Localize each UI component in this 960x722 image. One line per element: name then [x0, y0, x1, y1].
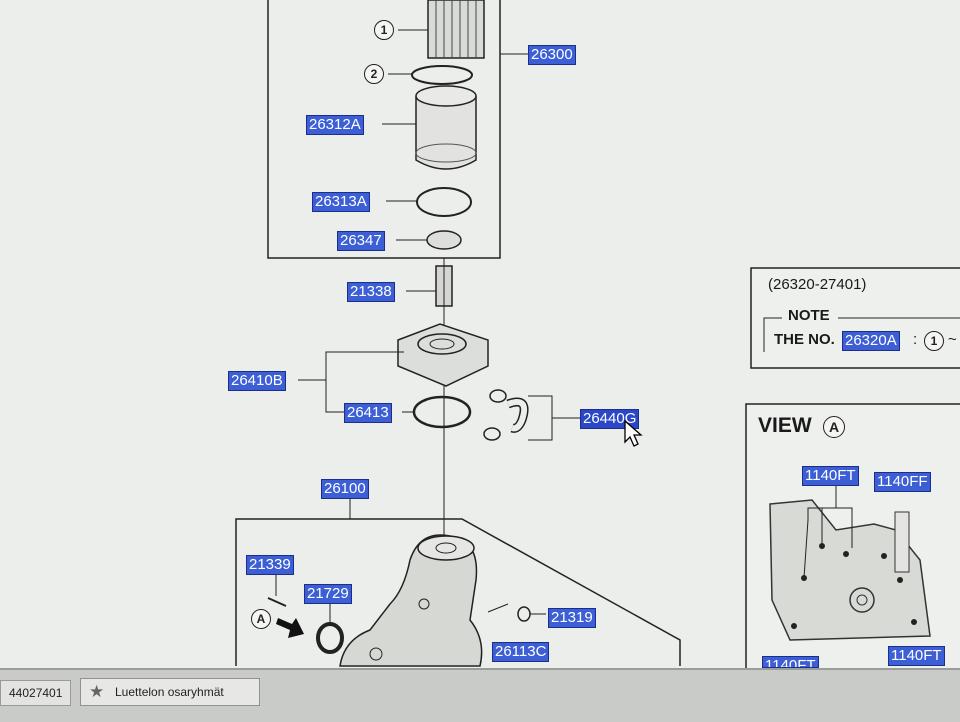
part-26347-link[interactable]: 26347	[337, 231, 385, 251]
status-bar: 44027401 ★ Luettelon osaryhmät	[0, 668, 960, 722]
part-26312A-link[interactable]: 26312A	[306, 115, 364, 135]
star-icon: ★	[89, 682, 105, 701]
note-the-no: THE NO.	[774, 331, 835, 348]
part-26300-link[interactable]: 26300	[528, 45, 576, 65]
part-26410B-link[interactable]: 26410B	[228, 371, 286, 391]
part-26313A-link[interactable]: 26313A	[312, 192, 370, 212]
view-part-1140FT-link[interactable]: 1140FT	[802, 466, 859, 486]
part-26413-link[interactable]: 26413	[344, 403, 392, 423]
view-a-marker: A	[251, 609, 271, 629]
view-part-1140FT-link-3[interactable]: 1140FT	[888, 646, 945, 666]
callout-2: 2	[364, 64, 384, 84]
part-21338-link[interactable]: 21338	[347, 282, 395, 302]
part-26100-link[interactable]: 26100	[321, 479, 369, 499]
diagram-drawing	[235, 0, 960, 668]
view-title: VIEW	[758, 414, 812, 437]
part-26113C-link[interactable]: 26113C	[492, 642, 550, 662]
callout-1: 1	[374, 20, 394, 40]
part-21729-link[interactable]: 21729	[304, 584, 352, 604]
note-part-range: (26320-27401)	[768, 276, 867, 293]
part-21339-link[interactable]: 21339	[246, 555, 294, 575]
note-callout-1: 1	[924, 331, 944, 351]
catalog-subgroups-label: Luettelon osaryhmät	[115, 685, 224, 699]
note-colon: :	[913, 331, 918, 348]
note-title: NOTE	[788, 307, 830, 324]
view-part-1140FT-link-2[interactable]: 1140FT	[762, 656, 819, 668]
catalog-subgroups-tab[interactable]: ★ Luettelon osaryhmät	[80, 678, 260, 706]
view-part-1140FF-link[interactable]: 1140FF	[874, 472, 931, 492]
note-part-26320A-link[interactable]: 26320A	[842, 331, 900, 351]
view-title-ref: A	[823, 416, 845, 438]
catalog-code: 44027401	[0, 680, 72, 706]
parts-diagram: 1 2 A 26300 26312A 26313A 26347 21338 26…	[228, 0, 960, 668]
part-21319-link[interactable]: 21319	[548, 608, 596, 628]
mouse-cursor-icon	[624, 420, 643, 447]
note-tilde: ~	[948, 331, 957, 348]
